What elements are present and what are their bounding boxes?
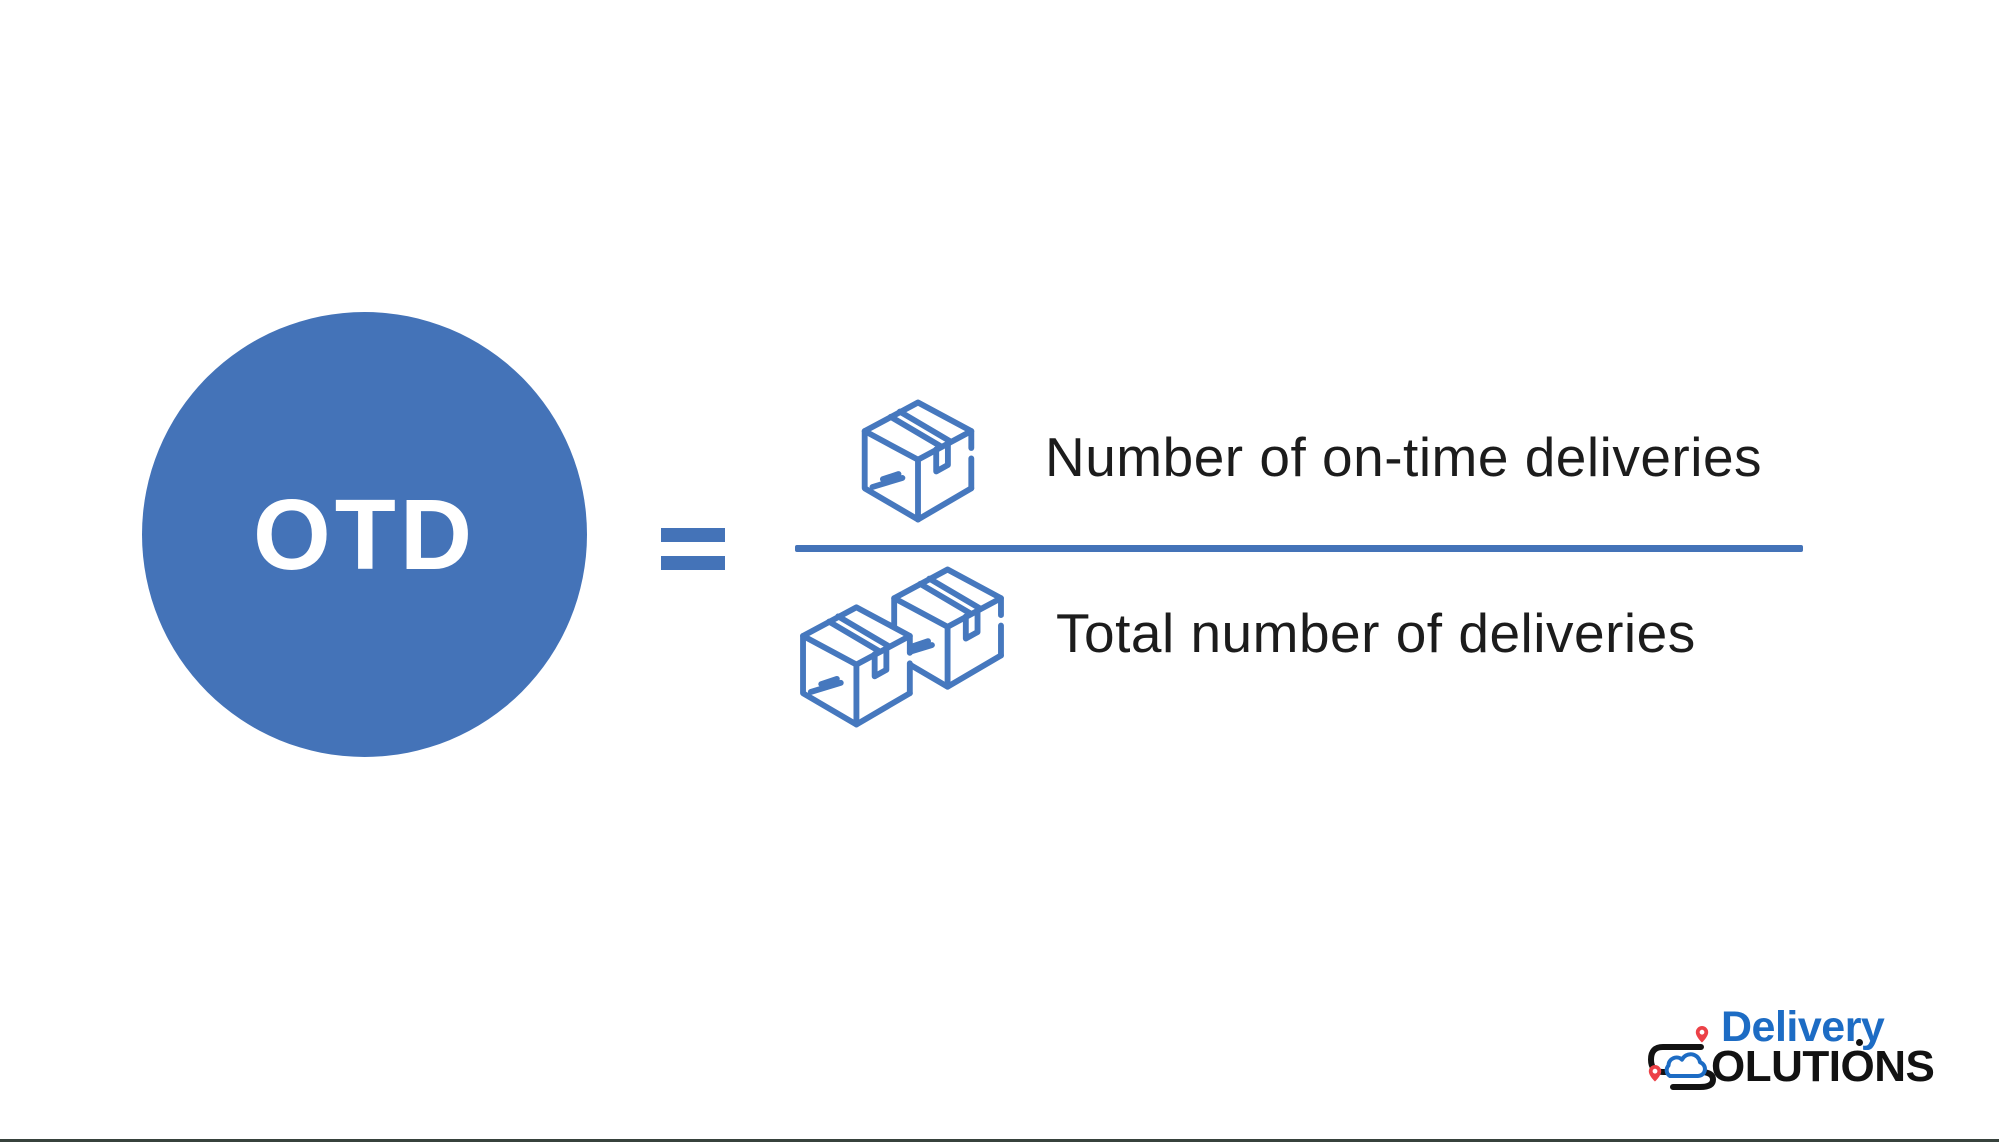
package-box-icon (853, 395, 983, 527)
delivery-solutions-logo: Delivery OLUTIONS (1645, 1006, 1955, 1110)
logo-word-solutions: OLUTIONS (1711, 1042, 1935, 1091)
fraction-line (795, 545, 1803, 552)
map-pin-top-hole (1699, 1029, 1705, 1035)
cloud-icon (1664, 1052, 1707, 1078)
logo-o-dot (1856, 1039, 1863, 1046)
double-package-boxes-icon (791, 563, 1013, 731)
equals-sign (661, 528, 725, 570)
otd-acronym-label: OTD (252, 478, 477, 591)
equals-bottom-bar (661, 556, 725, 570)
s-route-with-pins-and-cloud-icon (1647, 1026, 1717, 1090)
bottom-edge-rule (0, 1139, 1999, 1142)
numerator-label: Number of on-time deliveries (1045, 426, 1763, 488)
map-pin-bottom-hole (1652, 1068, 1658, 1074)
otd-circle: OTD (142, 312, 587, 757)
equals-top-bar (661, 528, 725, 542)
denominator-label: Total number of deliveries (1056, 602, 1696, 664)
